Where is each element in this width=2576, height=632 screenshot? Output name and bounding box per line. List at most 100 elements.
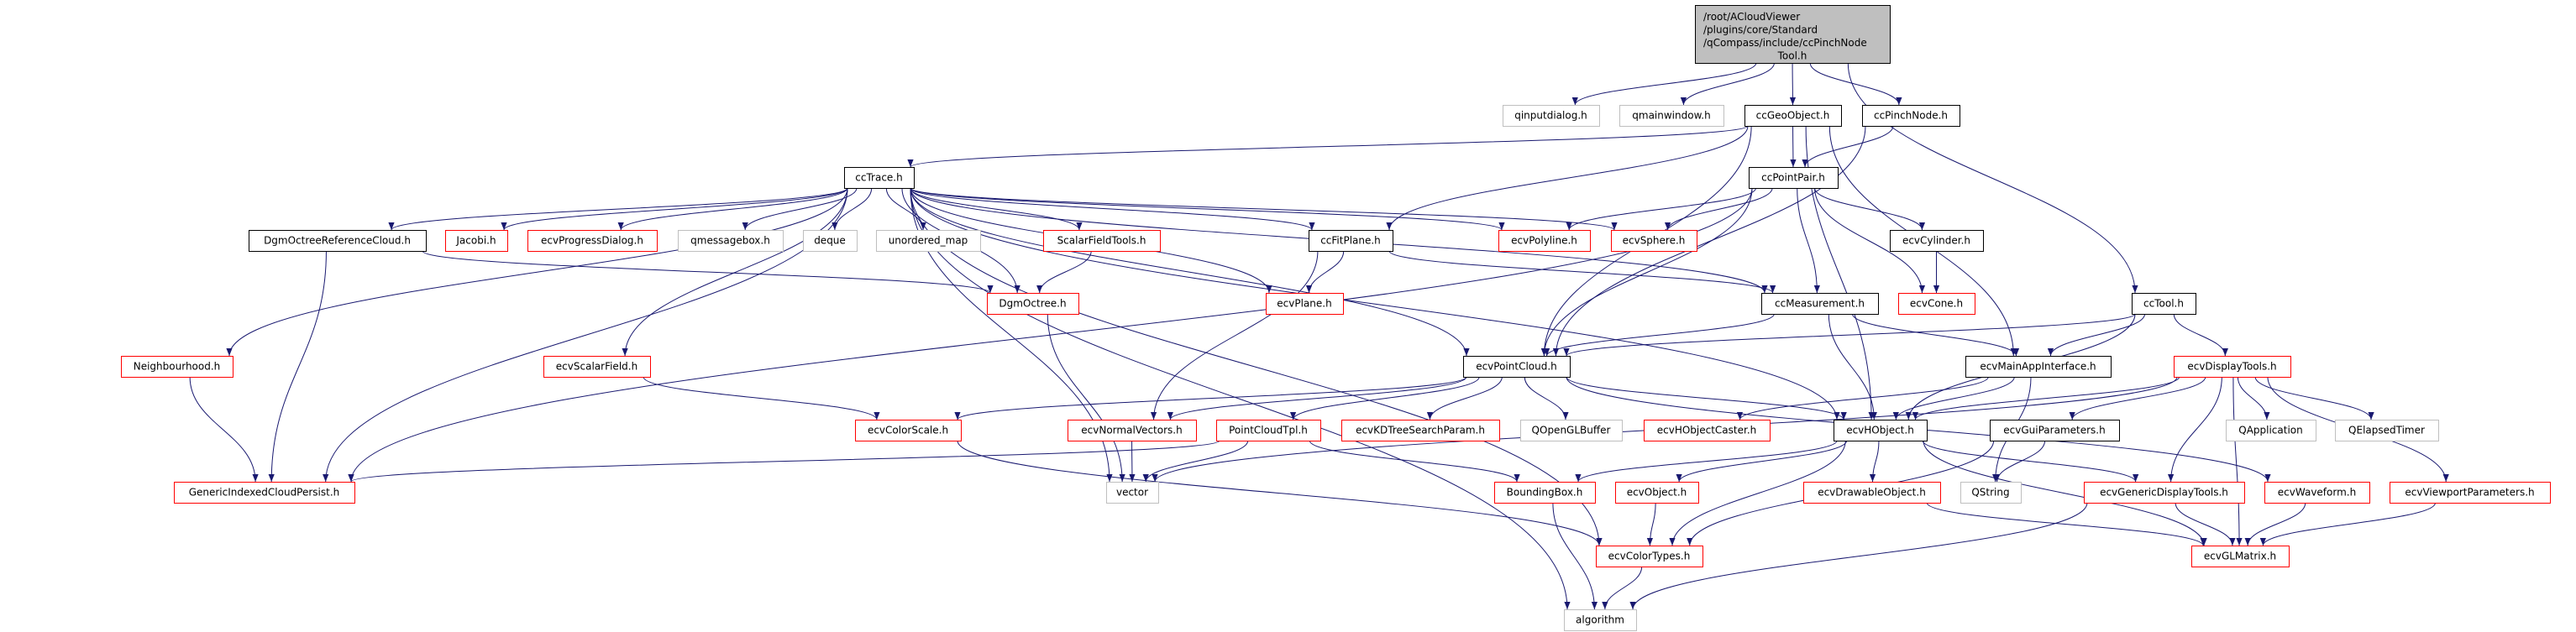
dependency-arrow xyxy=(189,376,259,483)
edge-ecvHObject-to-ecvGLMatrix xyxy=(1923,440,2207,546)
node-box xyxy=(1960,482,2022,504)
node-ecvPlane[interactable]: ecvPlane.h xyxy=(1266,293,1344,315)
node-label: ecvCylinder.h xyxy=(1902,235,1970,247)
node-box xyxy=(2084,482,2245,504)
dependency-arrow xyxy=(622,187,848,357)
node-ecvViewportParameters[interactable]: ecvViewportParameters.h xyxy=(2390,482,2551,504)
dependency-arrow xyxy=(1386,125,1749,231)
node-ecvNormalVectors[interactable]: ecvNormalVectors.h xyxy=(1068,420,1197,441)
node-label: Jacobi.h xyxy=(455,235,496,247)
node-label: ccPointPair.h xyxy=(1761,172,1825,184)
edge-ecvDrawableObject-to-ecvGLMatrix xyxy=(1926,502,2206,546)
dependency-arrow xyxy=(1575,440,1838,483)
node-ccFitPlane[interactable]: ccFitPlane.h xyxy=(1309,230,1393,252)
dependency-arrow xyxy=(1305,250,1345,294)
node-ecvCone[interactable]: ecvCone.h xyxy=(1898,293,1975,315)
node-ecvObject[interactable]: ecvObject.h xyxy=(1615,482,1699,504)
edge-BoundingBox-to-algorithm xyxy=(1552,502,1598,610)
node-box xyxy=(2174,356,2291,378)
node-box xyxy=(1498,230,1591,252)
node-label: Tool.h xyxy=(1777,50,1807,62)
node-box xyxy=(2132,293,2196,315)
edge-PointCloudTpl-to-BoundingBox xyxy=(1309,440,1520,483)
dependency-arrow xyxy=(1571,62,1757,106)
node-BoundingBox[interactable]: BoundingBox.h xyxy=(1494,482,1596,504)
node-ScalarFieldTools[interactable]: ScalarFieldTools.h xyxy=(1043,230,1161,252)
node-label: /plugins/core/Standard xyxy=(1703,24,1818,36)
node-ecvGLMatrix[interactable]: ecvGLMatrix.h xyxy=(2191,546,2290,567)
node-ecvKDTreeSearchParam[interactable]: ecvKDTreeSearchParam.h xyxy=(1341,420,1500,441)
node-vector: vector xyxy=(1106,482,1159,504)
node-ecvColorScale[interactable]: ecvColorScale.h xyxy=(855,420,962,441)
node-box xyxy=(1503,105,1600,127)
node-ccPointPair[interactable]: ccPointPair.h xyxy=(1749,167,1839,189)
node-ecvColorTypes[interactable]: ecvColorTypes.h xyxy=(1596,546,1703,567)
node-DgmOctreeReferenceCloud[interactable]: DgmOctreeReferenceCloud.h xyxy=(249,230,427,252)
node-QElapsedTimer: QElapsedTimer xyxy=(2335,420,2439,441)
node-label: ecvHObjectCaster.h xyxy=(1657,425,1757,436)
node-box xyxy=(1644,420,1771,441)
node-label: ecvGenericDisplayTools.h xyxy=(2100,487,2228,499)
nodes: /root/ACloudViewer/plugins/core/Standard… xyxy=(121,5,2551,631)
node-ecvDrawableObject[interactable]: ecvDrawableObject.h xyxy=(1803,482,1941,504)
node-PointCloudTpl[interactable]: PointCloudTpl.h xyxy=(1216,420,1321,441)
node-box xyxy=(855,420,962,441)
node-ecvHObject[interactable]: ecvHObject.h xyxy=(1834,420,1928,441)
node-ecvHObjectCaster[interactable]: ecvHObjectCaster.h xyxy=(1644,420,1771,441)
dependency-arrow xyxy=(1802,125,1894,168)
edge-ccPointPair-to-ecvCylinder xyxy=(1814,187,1925,231)
node-box xyxy=(2191,546,2290,567)
dependency-arrow xyxy=(1665,187,1773,231)
node-ecvPolyline[interactable]: ecvPolyline.h xyxy=(1498,230,1591,252)
edge-ccTrace-to-ecvHObject xyxy=(910,187,1840,420)
node-ecvProgressDialog[interactable]: ecvProgressDialog.h xyxy=(527,230,658,252)
node-ecvMainAppInterface[interactable]: ecvMainAppInterface.h xyxy=(1965,356,2112,378)
node-ecvGenericDisplayTools[interactable]: ecvGenericDisplayTools.h xyxy=(2084,482,2245,504)
dependency-arrow xyxy=(422,250,994,294)
dependency-arrow xyxy=(1828,313,1877,420)
root-file-node: /root/ACloudViewer/plugins/core/Standard… xyxy=(1695,5,1891,64)
dependency-arrow xyxy=(1892,376,2015,420)
node-ecvCylinder[interactable]: ecvCylinder.h xyxy=(1890,230,1984,252)
dependency-arrow xyxy=(1809,62,1902,106)
node-ccGeoObject[interactable]: ccGeoObject.h xyxy=(1744,105,1842,127)
node-ecvScalarField[interactable]: ecvScalarField.h xyxy=(543,356,651,378)
edge-ecvDisplayTools-to-ecvGuiParameters xyxy=(2069,376,2206,420)
node-label: ecvGLMatrix.h xyxy=(2204,551,2276,562)
node-box xyxy=(2335,420,2439,441)
edge-ccMeasurement-to-ecvHObject xyxy=(1828,313,1877,420)
dependency-arrow xyxy=(910,187,1618,231)
node-label: ecvKDTreeSearchParam.h xyxy=(1356,425,1485,436)
node-box xyxy=(1619,105,1724,127)
node-ecvWaveform[interactable]: ecvWaveform.h xyxy=(2264,482,2370,504)
node-label: ecvPointCloud.h xyxy=(1476,361,1557,373)
node-label: ecvCone.h xyxy=(1910,298,1963,310)
dependency-arrow xyxy=(1167,376,1467,420)
dependency-arrow xyxy=(643,376,880,420)
edge-ccTool-to-ecvDisplayTools xyxy=(2173,313,2228,357)
node-box xyxy=(1266,293,1344,315)
dependency-arrow xyxy=(910,187,1083,231)
node-ecvGuiParameters[interactable]: ecvGuiParameters.h xyxy=(1990,420,2120,441)
node-ecvSphere[interactable]: ecvSphere.h xyxy=(1611,230,1697,252)
edge-ccTrace-to-Jacobi xyxy=(501,187,848,231)
node-Neighbourhood[interactable]: Neighbourhood.h xyxy=(121,356,233,378)
node-label: Neighbourhood.h xyxy=(134,361,221,373)
node-box xyxy=(1216,420,1321,441)
node-ccPinchNode[interactable]: ccPinchNode.h xyxy=(1862,105,1960,127)
dependency-arrow xyxy=(2259,502,2436,546)
node-ecvDisplayTools[interactable]: ecvDisplayTools.h xyxy=(2174,356,2291,378)
node-Jacobi[interactable]: Jacobi.h xyxy=(445,230,508,252)
node-ccMeasurement[interactable]: ccMeasurement.h xyxy=(1761,293,1879,315)
node-label: ecvProgressDialog.h xyxy=(541,235,643,247)
node-ccTool[interactable]: ccTool.h xyxy=(2132,293,2196,315)
node-GenericIndexedCloudPersist[interactable]: GenericIndexedCloudPersist.h xyxy=(174,482,355,504)
dependency-arrow xyxy=(2254,376,2374,420)
dependency-arrow xyxy=(1150,250,1319,420)
node-ecvPointCloud[interactable]: ecvPointCloud.h xyxy=(1463,356,1571,378)
edge-ccPointPair-to-ecvCone xyxy=(1814,187,1926,294)
node-DgmOctree[interactable]: DgmOctree.h xyxy=(987,293,1079,315)
node-box xyxy=(1494,482,1596,504)
dependency-arrow xyxy=(1142,440,1249,483)
node-ccTrace[interactable]: ccTrace.h xyxy=(844,167,915,189)
